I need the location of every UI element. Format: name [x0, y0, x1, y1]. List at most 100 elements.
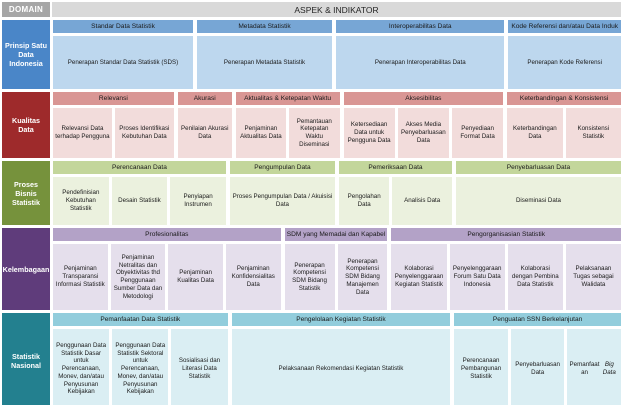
indicator-cell[interactable]: Penyiapan Instrumen — [170, 177, 226, 225]
indicator-cell[interactable]: Sosialisasi dan Literasi Data Statistik — [171, 329, 228, 405]
indicator-cell[interactable]: Penjaminan Transparansi Informasi Statis… — [53, 244, 108, 310]
header-aspect-cell: ASPEK & INDIKATOR — [52, 2, 621, 17]
aspect-header[interactable]: Pemanfaatan Data Statistik — [53, 313, 228, 326]
domain-label[interactable]: Proses Bisnis Statistik — [2, 161, 50, 225]
indicator-cell[interactable]: Relevansi Data terhadap Pengguna — [53, 108, 112, 158]
indicator-cell[interactable]: Pendefinisian Kebutuhan Statistik — [53, 177, 109, 225]
indicator-cell[interactable]: Proses Pengumpulan Data / Akuisisi Data — [229, 177, 335, 225]
indicator-strip: Proses Pengumpulan Data / Akuisisi Data — [229, 177, 335, 225]
indicator-cell[interactable]: Penjaminan Kualitas Data — [168, 244, 223, 310]
indicator-cell[interactable]: Desain Statistik — [111, 177, 168, 225]
indicator-cell[interactable]: Penerapan Standar Data Statistik (SDS) — [53, 36, 193, 89]
aspect-header[interactable]: Pengorganisasian Statistik — [391, 228, 621, 241]
indicator-cell[interactable]: Penyelenggaraan Forum Satu Data Indonesi… — [449, 244, 505, 310]
indicator-cell[interactable]: Diseminasi Data — [455, 177, 621, 225]
indicator-cell[interactable]: Akses Media Penyebarluasan Data — [397, 108, 449, 158]
indicator-strip: Penerapan Kode Referensi — [508, 36, 621, 89]
indicator-cell[interactable]: Pelaksanaan Tugas sebagai Walidata — [565, 244, 622, 310]
header-domain-cell: DOMAIN — [2, 2, 50, 17]
aspect-header[interactable]: Kode Referensi dan/atau Data Induk — [508, 20, 621, 33]
aspect-header[interactable]: Keterbandingan & Konsistensi — [507, 92, 621, 105]
domain-label[interactable]: Prinsip Satu Data Indonesia — [2, 20, 50, 89]
aspect-header[interactable]: Relevansi — [53, 92, 174, 105]
indicator-cell[interactable]: Penggunaan Data Statistik Sektoral untuk… — [112, 329, 169, 405]
indicator-cell[interactable]: Penyediaan Format Data — [451, 108, 504, 158]
indicator-cell[interactable]: Penerapan Kompetensi SDM Bidang Manajeme… — [337, 244, 388, 310]
domain-label[interactable]: Kualitas Data — [2, 92, 50, 158]
indicator-cell[interactable]: Penerapan Kompetensi SDM Bidang Statisti… — [284, 244, 335, 310]
aspect-header[interactable]: SDM yang Memadai dan Kapabel — [284, 228, 388, 241]
indicator-cell[interactable]: Penerapan Interoperabilitas Data — [336, 36, 505, 89]
indicator-cell[interactable]: Keterbandingan Data — [507, 108, 563, 158]
indicator-cell[interactable]: Penyebarluasan Data — [510, 329, 565, 405]
aspect-header[interactable]: Pengelolaan Kegiatan Statistik — [231, 313, 451, 326]
aspect-header[interactable]: Penguatan SSN Berkelanjutan — [454, 313, 621, 326]
indicator-cell[interactable]: Kolaborasi Penyelenggaraan Kegiatan Stat… — [391, 244, 447, 310]
indicator-cell[interactable]: Penerapan Metadata Statistik — [196, 36, 333, 89]
indicator-strip: Penilaian Akurasi Data — [177, 108, 232, 158]
indicator-cell[interactable]: Penerapan Kode Referensi — [508, 36, 621, 89]
aspect-header[interactable]: Profesionalitas — [53, 228, 281, 241]
indicator-cell[interactable]: Pengolahan Data — [339, 177, 390, 225]
indicator-cell[interactable]: Pemantauan Ketepatan Waktu Diseminasi — [289, 108, 340, 158]
aspect-header[interactable]: Interoperabilitas Data — [336, 20, 505, 33]
aspect-header[interactable]: Standar Data Statistik — [53, 20, 193, 33]
indicator-cell[interactable]: Ketersediaan Data untuk Pengguna Data — [343, 108, 395, 158]
indicator-cell[interactable]: Penggunaan Data Statistik Dasar untuk Pe… — [53, 329, 110, 405]
aspect-header[interactable]: Pengumpulan Data — [229, 161, 335, 174]
aspect-header[interactable]: Aksesibilitas — [343, 92, 504, 105]
indicator-strip: Diseminasi Data — [455, 177, 621, 225]
indicator-cell[interactable]: Perencanaan Pembangunan Statistik — [454, 329, 508, 405]
aspect-header[interactable]: Akurasi — [177, 92, 232, 105]
indicator-cell[interactable]: Kolaborasi dengan Pembina Data Statistik — [507, 244, 563, 310]
indicator-strip: Penerapan Interoperabilitas Data — [336, 36, 505, 89]
indicator-strip: Pelaksanaan Rekomendasi Kegiatan Statist… — [231, 329, 451, 405]
indicator-cell[interactable]: Penjaminan Aktualitas Data — [235, 108, 287, 158]
indicator-cell[interactable]: Pelaksanaan Rekomendasi Kegiatan Statist… — [231, 329, 451, 405]
indicator-cell[interactable]: Penjaminan Netralitas dan Obyektivitas t… — [110, 244, 166, 310]
aspect-header[interactable]: Pemeriksaan Data — [339, 161, 452, 174]
indicator-cell[interactable]: Proses Identifikasi Kebutuhan Data — [114, 108, 174, 158]
indicator-strip: Penerapan Kompetensi SDM Bidang Statisti… — [284, 244, 388, 310]
aspect-header[interactable]: Perencanaan Data — [53, 161, 226, 174]
matrix-header-row: DOMAIN ASPEK & INDIKATOR — [0, 0, 623, 17]
indicator-cell[interactable]: Analisis Data — [392, 177, 452, 225]
aspect-header[interactable]: Metadata Statistik — [196, 20, 333, 33]
indicator-cell[interactable]: Penilaian Akurasi Data — [177, 108, 232, 158]
indicator-cell[interactable]: Penjaminan Konfidensialitas Data — [225, 244, 281, 310]
aspect-header[interactable]: Penyebarluasan Data — [455, 161, 621, 174]
domain-label[interactable]: Statistik Nasional — [2, 313, 50, 405]
indicator-cell[interactable]: Pemanfaatan Big Data — [567, 329, 622, 405]
domain-label[interactable]: Kelembagaan — [2, 228, 50, 310]
aspect-header[interactable]: Aktualitas & Ketepatan Waktu — [235, 92, 340, 105]
indicator-cell[interactable]: Konsistensi Statistik — [565, 108, 622, 158]
